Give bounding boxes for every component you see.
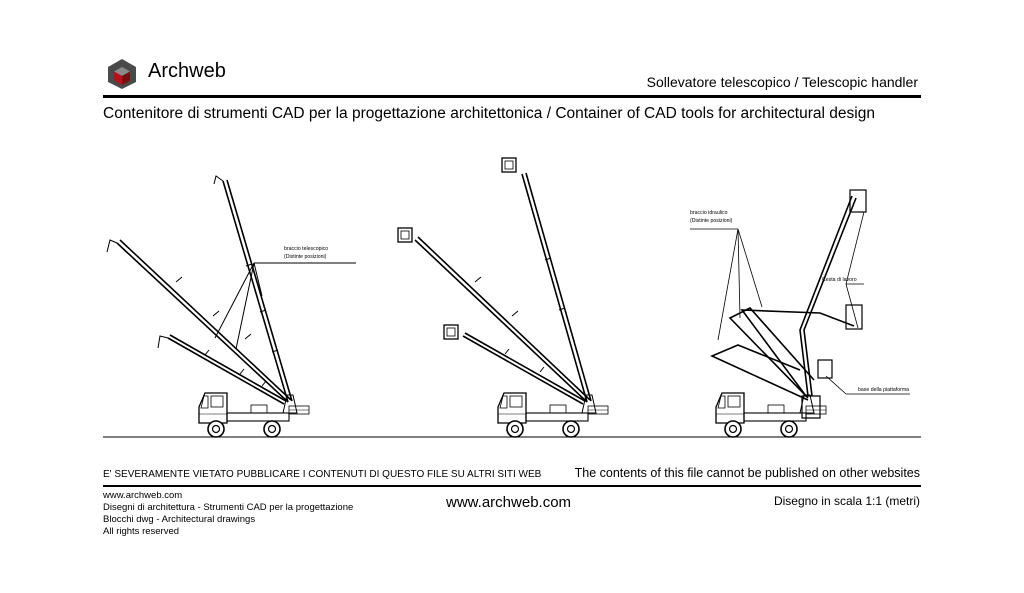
label-hydraulic-2: (Distinte posizioni) [690, 218, 733, 224]
footer-line-2: Disegni di architettura - Strumenti CAD … [103, 502, 354, 513]
label-hydraulic-1: braccio idraulico [690, 210, 728, 216]
brand-name: Archweb [148, 60, 226, 82]
footer-line-4: All rights reserved [103, 526, 180, 537]
label-basket: Cesta di lavoro [822, 277, 857, 283]
footer-center-url[interactable]: www.archweb.com [446, 494, 572, 511]
label-telescopic-1: braccio telescopico [284, 246, 328, 252]
header-divider [103, 95, 921, 98]
archweb-logo-icon [108, 59, 136, 89]
telescopic-handler-1: braccio telescopico (Distinte posizioni) [106, 175, 356, 438]
label-telescopic-2: (Distinte posizioni) [284, 254, 327, 260]
telescopic-handler-2 [397, 157, 609, 438]
drawing-scale: Disegno in scala 1:1 (metri) [773, 494, 920, 508]
footer-divider [103, 485, 921, 487]
hydraulic-platform-3: braccio idraulico (Distinte posizioni) C… [690, 189, 910, 438]
label-base: base della piattaforma [858, 387, 909, 393]
page-subtitle: Contenitore di strumenti CAD per la prog… [103, 105, 875, 122]
footer-line-3: Blocchi dwg - Architectural drawings [103, 514, 256, 525]
notice-italian: E' SEVERAMENTE VIETATO PUBBLICARE I CONT… [103, 469, 542, 480]
notice-english: The contents of this file cannot be publ… [574, 466, 920, 480]
footer-url[interactable]: www.archweb.com [103, 490, 183, 501]
page-title: Sollevatore telescopico / Telescopic han… [646, 74, 918, 90]
